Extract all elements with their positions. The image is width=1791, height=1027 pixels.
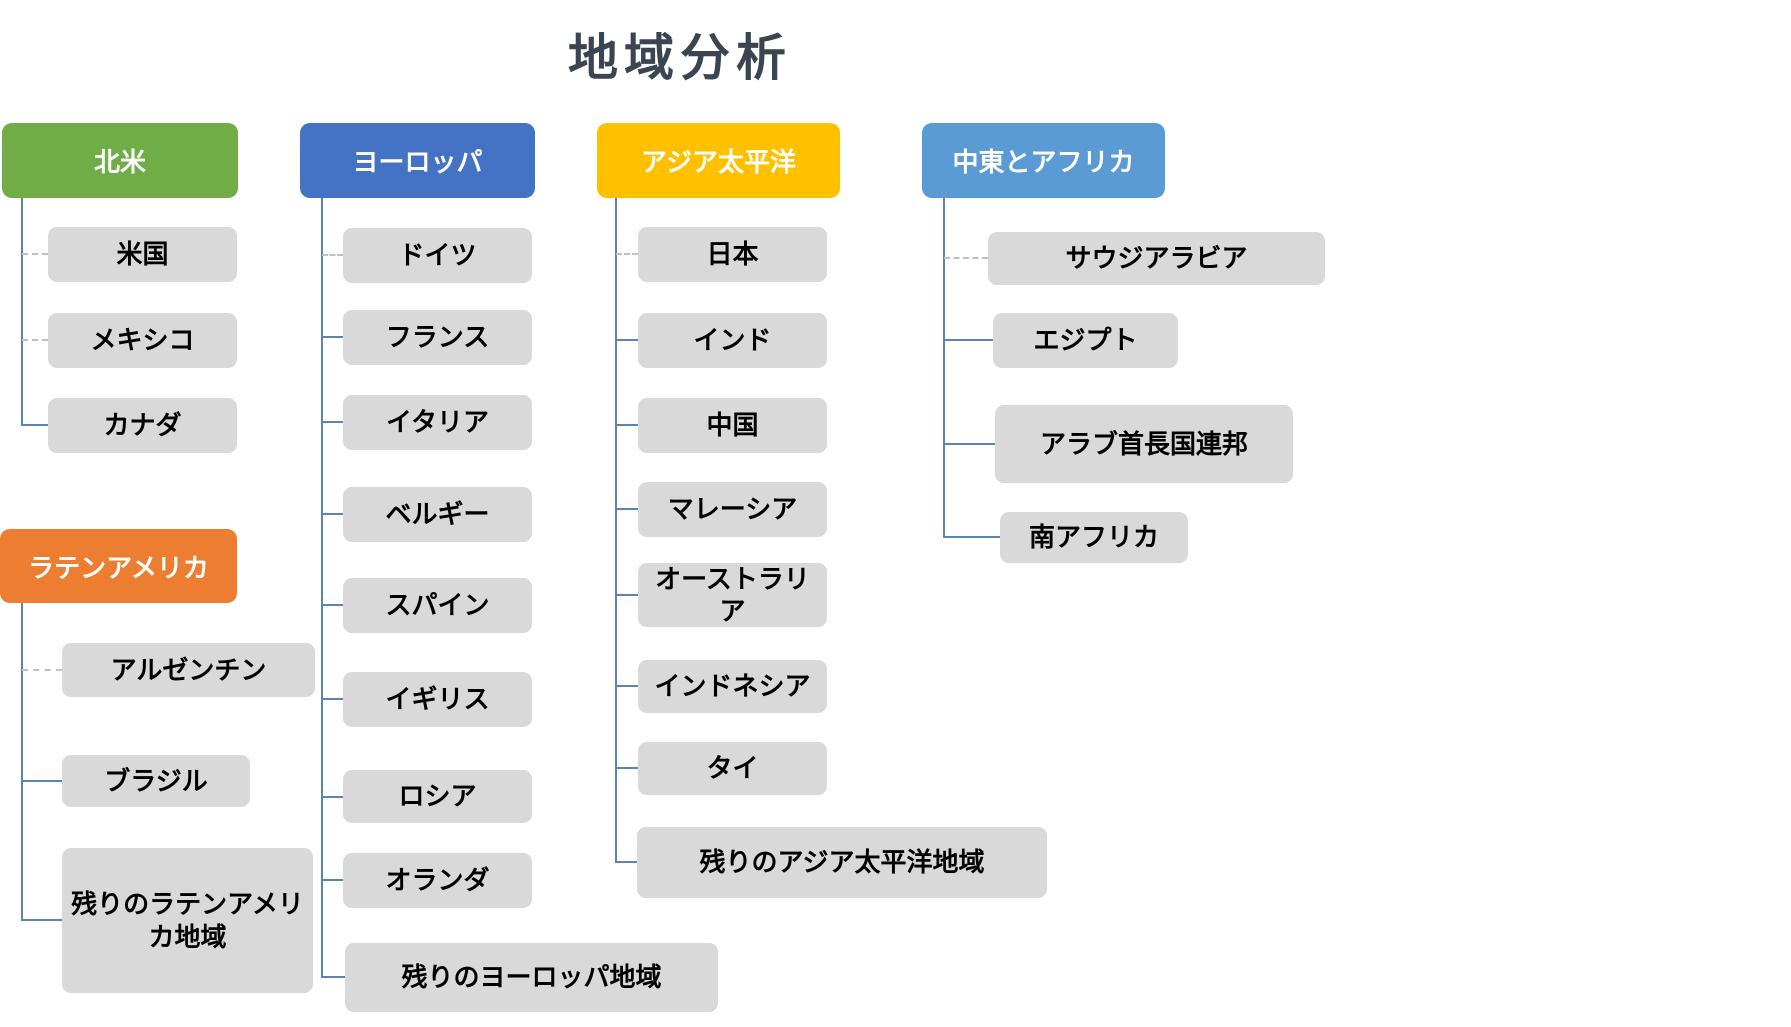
node-rest-of-europe: 残りのヨーロッパ地域 (345, 943, 718, 1012)
connector-stub-france (322, 336, 343, 338)
connector-vertical-asia-pacific (615, 198, 617, 863)
connector-stub-spain (322, 604, 343, 606)
connector-stub-rest-of-asia-pacific (616, 861, 637, 863)
node-mexico: メキシコ (48, 313, 237, 368)
connector-stub-usa (22, 253, 48, 255)
page-title: 地域分析 (568, 30, 792, 86)
node-italy: イタリア (343, 395, 532, 450)
node-india: インド (638, 313, 827, 368)
connector-stub-australia (616, 594, 638, 596)
node-china: 中国 (638, 398, 827, 453)
node-france: フランス (343, 310, 532, 365)
connector-stub-russia (322, 796, 343, 798)
connector-vertical-north-america (21, 198, 23, 426)
node-indonesia: インドネシア (638, 660, 827, 713)
node-japan: 日本 (638, 227, 827, 282)
connector-stub-uk (322, 698, 343, 700)
connector-stub-saudi-arabia (944, 257, 988, 259)
connector-stub-china (616, 424, 638, 426)
connector-stub-netherlands (322, 879, 343, 881)
node-uk: イギリス (343, 672, 532, 727)
connector-vertical-europe (321, 198, 323, 978)
connector-stub-argentina (22, 669, 62, 671)
node-russia: ロシア (343, 770, 532, 823)
node-malaysia: マレーシア (638, 482, 827, 537)
connector-stub-rest-of-latin-america (22, 919, 62, 921)
node-usa: 米国 (48, 227, 237, 282)
group-header-asia-pacific: アジア太平洋 (597, 123, 840, 198)
connector-stub-malaysia (616, 508, 638, 510)
node-egypt: エジプト (993, 313, 1178, 368)
node-rest-of-asia-pacific: 残りのアジア太平洋地域 (637, 827, 1047, 898)
node-netherlands: オランダ (343, 853, 532, 908)
group-header-europe: ヨーロッパ (300, 123, 535, 198)
node-thailand: タイ (638, 742, 827, 795)
node-saudi-arabia: サウジアラビア (988, 232, 1325, 285)
node-uae: アラブ首長国連邦 (995, 405, 1293, 483)
node-argentina: アルゼンチン (62, 643, 315, 697)
connector-stub-india (616, 339, 638, 341)
connector-stub-canada (22, 424, 48, 426)
connector-stub-italy (322, 421, 343, 423)
connector-stub-mexico (22, 339, 48, 341)
connector-vertical-middle-east-africa (943, 198, 945, 538)
node-germany: ドイツ (343, 228, 532, 283)
connector-stub-japan (616, 253, 638, 255)
group-header-middle-east-africa: 中東とアフリカ (922, 123, 1165, 198)
connector-stub-rest-of-europe (322, 976, 345, 978)
connector-stub-brazil (22, 780, 62, 782)
node-australia: オーストラリア (638, 563, 827, 627)
node-south-africa: 南アフリカ (1000, 512, 1188, 563)
connector-stub-indonesia (616, 685, 638, 687)
connector-stub-egypt (944, 339, 993, 341)
connector-stub-germany (322, 254, 343, 256)
node-rest-of-latin-america: 残りのラテンアメリカ地域 (62, 848, 313, 993)
connector-stub-uae (944, 443, 995, 445)
node-spain: スパイン (343, 578, 532, 633)
node-brazil: ブラジル (62, 755, 250, 807)
group-header-north-america: 北米 (2, 123, 238, 198)
node-belgium: ベルギー (343, 487, 532, 542)
connector-vertical-latin-america (21, 603, 23, 921)
node-canada: カナダ (48, 398, 237, 453)
connector-stub-thailand (616, 767, 638, 769)
connector-stub-belgium (322, 513, 343, 515)
connector-stub-south-africa (944, 536, 1000, 538)
group-header-latin-america: ラテンアメリカ (0, 529, 237, 603)
